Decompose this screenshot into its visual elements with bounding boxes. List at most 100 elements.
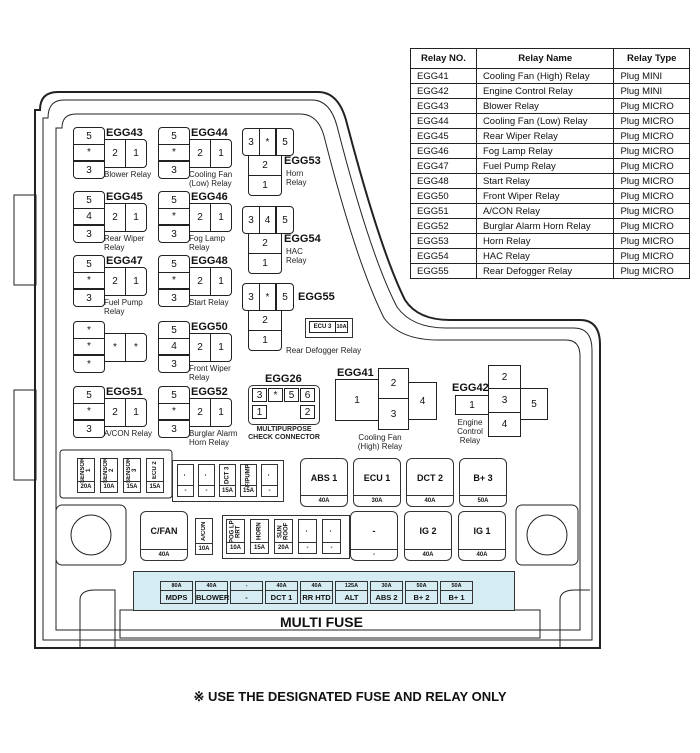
relay-type: Plug MICRO — [613, 233, 690, 249]
relay-pin: 2 — [189, 267, 211, 296]
relay-pin: 5 — [73, 386, 105, 404]
fuse[interactable]: B+ 3 50A — [459, 458, 507, 507]
col-relay-no: Relay NO. — [410, 48, 477, 69]
fuse-amperage: 15A — [251, 542, 268, 553]
fuse-name: A/CON — [201, 521, 207, 542]
fuse-name: RR HTD — [302, 593, 331, 602]
fuse-amperage: 40A — [141, 549, 187, 560]
relay-type: Plug MINI — [613, 68, 690, 84]
relay-pin: * — [73, 355, 105, 373]
fuse[interactable]: -- — [298, 519, 317, 554]
relay-pin: 1 — [125, 398, 147, 427]
fuse-name: SENSOR 1 — [80, 457, 92, 484]
fuse-name: ABS 1 — [310, 472, 338, 483]
relay-pin: 1 — [248, 175, 282, 196]
fuse-amperage: - — [199, 485, 214, 496]
multi-fuse[interactable]: 50A B+ 2 — [405, 581, 438, 604]
relay-pin: 3 — [73, 420, 105, 438]
fuse[interactable]: -- — [198, 464, 215, 497]
fuse-name: B+ 2 — [413, 593, 430, 602]
relay-pin: 5 — [158, 386, 190, 404]
relay-no: EGG46 — [410, 143, 477, 159]
fuse-amperage: 50A — [460, 495, 506, 506]
fuse-name: - — [182, 474, 189, 477]
relay-no: EGG48 — [410, 173, 477, 189]
fuse-name: SENSOR 2 — [103, 457, 115, 484]
fuse-name: BLOWER — [196, 593, 230, 602]
relay-id: EGG44 — [191, 127, 228, 139]
relay-pin: * — [158, 272, 190, 289]
ecu3-fuse-name: ECU 3 — [309, 321, 336, 333]
relay-caption: Cooling Fan (High) Relay — [357, 433, 403, 451]
relay-pin: 1 — [125, 267, 147, 296]
relay-pin: 4 — [73, 208, 105, 225]
relay-pin: * — [259, 128, 276, 156]
fuse[interactable]: -- — [261, 464, 278, 497]
fuse-amperage: - — [231, 582, 262, 591]
relay-pin: 4 — [488, 412, 521, 437]
fuse[interactable]: IG 2 40A — [404, 511, 452, 561]
relay-type: Plug MICRO — [613, 98, 690, 114]
fuse-name: IG 2 — [419, 526, 437, 536]
relay-pin: * — [73, 403, 105, 420]
relay-pin: 1 — [125, 139, 147, 168]
fuse-amperage: 40A — [405, 549, 451, 560]
multi-fuse[interactable]: -- — [230, 581, 263, 604]
fuse-name: B+ 3 — [473, 472, 493, 483]
relay-type: Plug MICRO — [613, 128, 690, 144]
relay-pin: 5 — [276, 206, 294, 234]
relay-no: EGG53 — [410, 233, 477, 249]
fuse[interactable]: -- — [322, 519, 341, 554]
fuse[interactable]: -- — [350, 511, 398, 561]
relay-pin: 5 — [73, 191, 105, 209]
fuse[interactable]: -- — [177, 464, 194, 497]
fuse-amperage: 30A — [371, 582, 402, 591]
relay-no: EGG51 — [410, 203, 477, 219]
relay-pin: 1 — [210, 333, 232, 362]
relay-pin: 3 — [158, 355, 190, 373]
relay-id: EGG47 — [106, 255, 143, 267]
fuse-amperage: 40A — [407, 495, 453, 506]
relay-pin: 1 — [248, 253, 282, 274]
multi-fuse-label: MULTI FUSE — [280, 614, 363, 630]
fuse-amperage: 50A — [406, 582, 437, 591]
relay-pin: * — [158, 208, 190, 225]
relay-pin: 3 — [488, 388, 521, 413]
fuse-name: - — [372, 526, 376, 536]
relay-pin: 5 — [158, 127, 190, 145]
fuse-amperage: 15A — [220, 485, 235, 496]
fuse-amperage: - — [262, 485, 277, 496]
relay-type: Plug MICRO — [613, 158, 690, 174]
relay-pin: 5 — [276, 128, 294, 156]
